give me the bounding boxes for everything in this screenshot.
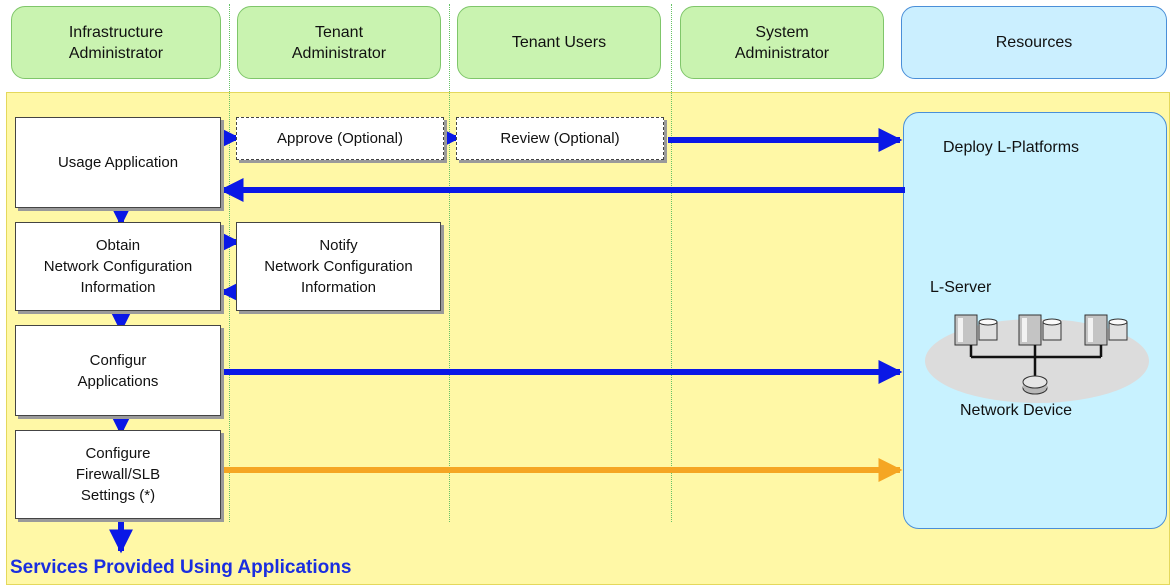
header-infrastructure-administrator: Infrastructure Administrator <box>11 6 221 79</box>
step-notify-network-configuration: Notify Network Configuration Information <box>236 222 441 311</box>
header-tenant-administrator: Tenant Administrator <box>237 6 441 79</box>
step-approve-optional: Approve (Optional) <box>236 117 444 160</box>
lane-divider <box>671 4 672 522</box>
step-configure-firewall-slb: Configure Firewall/SLB Settings (*) <box>15 430 221 519</box>
network-lines <box>969 345 1103 379</box>
server-group-3 <box>1084 314 1128 346</box>
server-group-1 <box>954 314 998 346</box>
step-usage-application: Usage Application <box>15 117 221 208</box>
step-configure-applications: Configur Applications <box>15 325 221 416</box>
deploy-l-platforms-label: Deploy L-Platforms <box>943 139 1080 156</box>
network-device-label: Network Device <box>960 402 1073 419</box>
router-icon <box>1022 375 1048 395</box>
step-review-optional: Review (Optional) <box>456 117 664 160</box>
lane-divider <box>449 4 450 522</box>
l-server-label: L-Server <box>930 279 992 296</box>
l-server-illustration <box>925 314 1149 403</box>
header-tenant-users: Tenant Users <box>457 6 661 79</box>
step-obtain-network-configuration: Obtain Network Configuration Information <box>15 222 221 311</box>
footer-services-provided: Services Provided Using Applications <box>10 557 352 578</box>
lane-divider <box>229 4 230 522</box>
server-group-2 <box>1018 314 1062 346</box>
header-resources: Resources <box>901 6 1167 79</box>
header-system-administrator: System Administrator <box>680 6 884 79</box>
